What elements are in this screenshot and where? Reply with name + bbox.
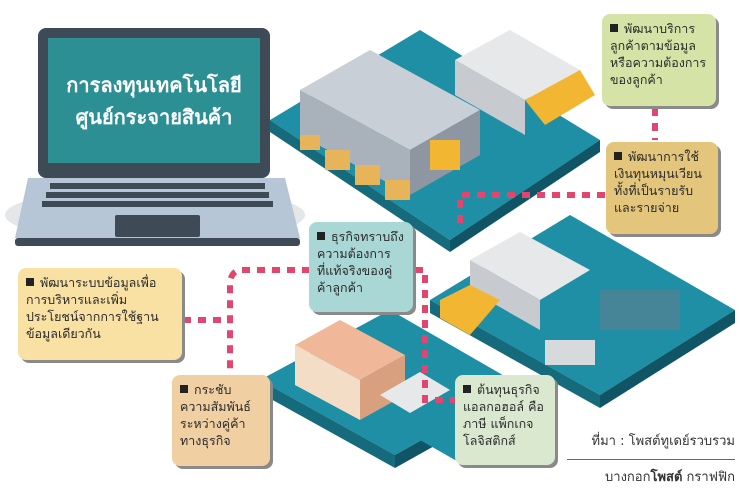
truck-top [455,30,595,135]
info-box-costs: ต้นทุนธุรกิจแอลกอฮอล์ คือ ภาษี แพ็กเกจ โ… [455,375,555,465]
info-box-data-system: พัฒนาระบบข้อมูลเพื่อการบริหารและเพิ่มประ… [18,268,182,360]
laptop-screen-title: การลงทุนเทคโนโลยี ศูนย์กระจายสินค้า [48,38,260,163]
publisher-bold: โพสต์ [650,470,683,485]
source-line: ที่มา : โพสต์ทูเดย์รวบรวม [567,430,735,460]
bullet-icon [463,385,471,393]
dotted-connectors [183,108,658,403]
box-text: พัฒนาระบบข้อมูลเพื่อการบริหารและเพิ่มประ… [26,275,159,341]
publisher-post: กราฟฟิก [682,470,735,485]
box-text: พัฒนาการใช้เงินทุนหมุนเวียนทั้งที่เป็นรา… [614,149,702,215]
box-text: กระชับความสัมพันธ์ระหว่างคู่ค้าทางธุรกิจ [180,382,251,448]
publisher-line: บางกอกโพสต์ กราฟฟิก [567,460,735,487]
box-text: ต้นทุนธุรกิจแอลกอฮอล์ คือ ภาษี แพ็กเกจ โ… [463,382,544,448]
bullet-icon [610,24,618,32]
bullet-icon [317,232,325,240]
bullet-icon [614,152,622,160]
bullet-icon [180,385,188,393]
title-line-2: ศูนย์กระจายสินค้า [75,104,233,129]
distribution-platform [430,215,735,408]
info-box-relationship: กระชับความสัมพันธ์ระหว่างคู่ค้าทางธุรกิจ [172,375,270,466]
source-credit: ที่มา : โพสต์ทูเดย์รวบรวม บางกอกโพสต์ กร… [567,430,735,487]
info-box-working-capital: พัฒนาการใช้เงินทุนหมุนเวียนทั้งที่เป็นรา… [606,142,718,234]
box-text: พัฒนาบริการลูกค้าตามข้อมูลหรือความต้องกา… [610,21,707,87]
info-box-customer-service: พัฒนาบริการลูกค้าตามข้อมูลหรือความต้องกา… [602,14,716,106]
publisher-pre: บางกอก [605,470,651,485]
box-text: ธุรกิจทราบถึงความต้องการที่แท้จริงของคู่… [317,229,404,295]
info-box-real-needs: ธุรกิจทราบถึงความต้องการที่แท้จริงของคู่… [309,222,413,312]
warehouse-building [300,50,480,195]
title-line-1: การลงทุนเทคโนโลยี [66,72,242,97]
boxes-top [300,135,410,200]
bullet-icon [26,278,34,286]
